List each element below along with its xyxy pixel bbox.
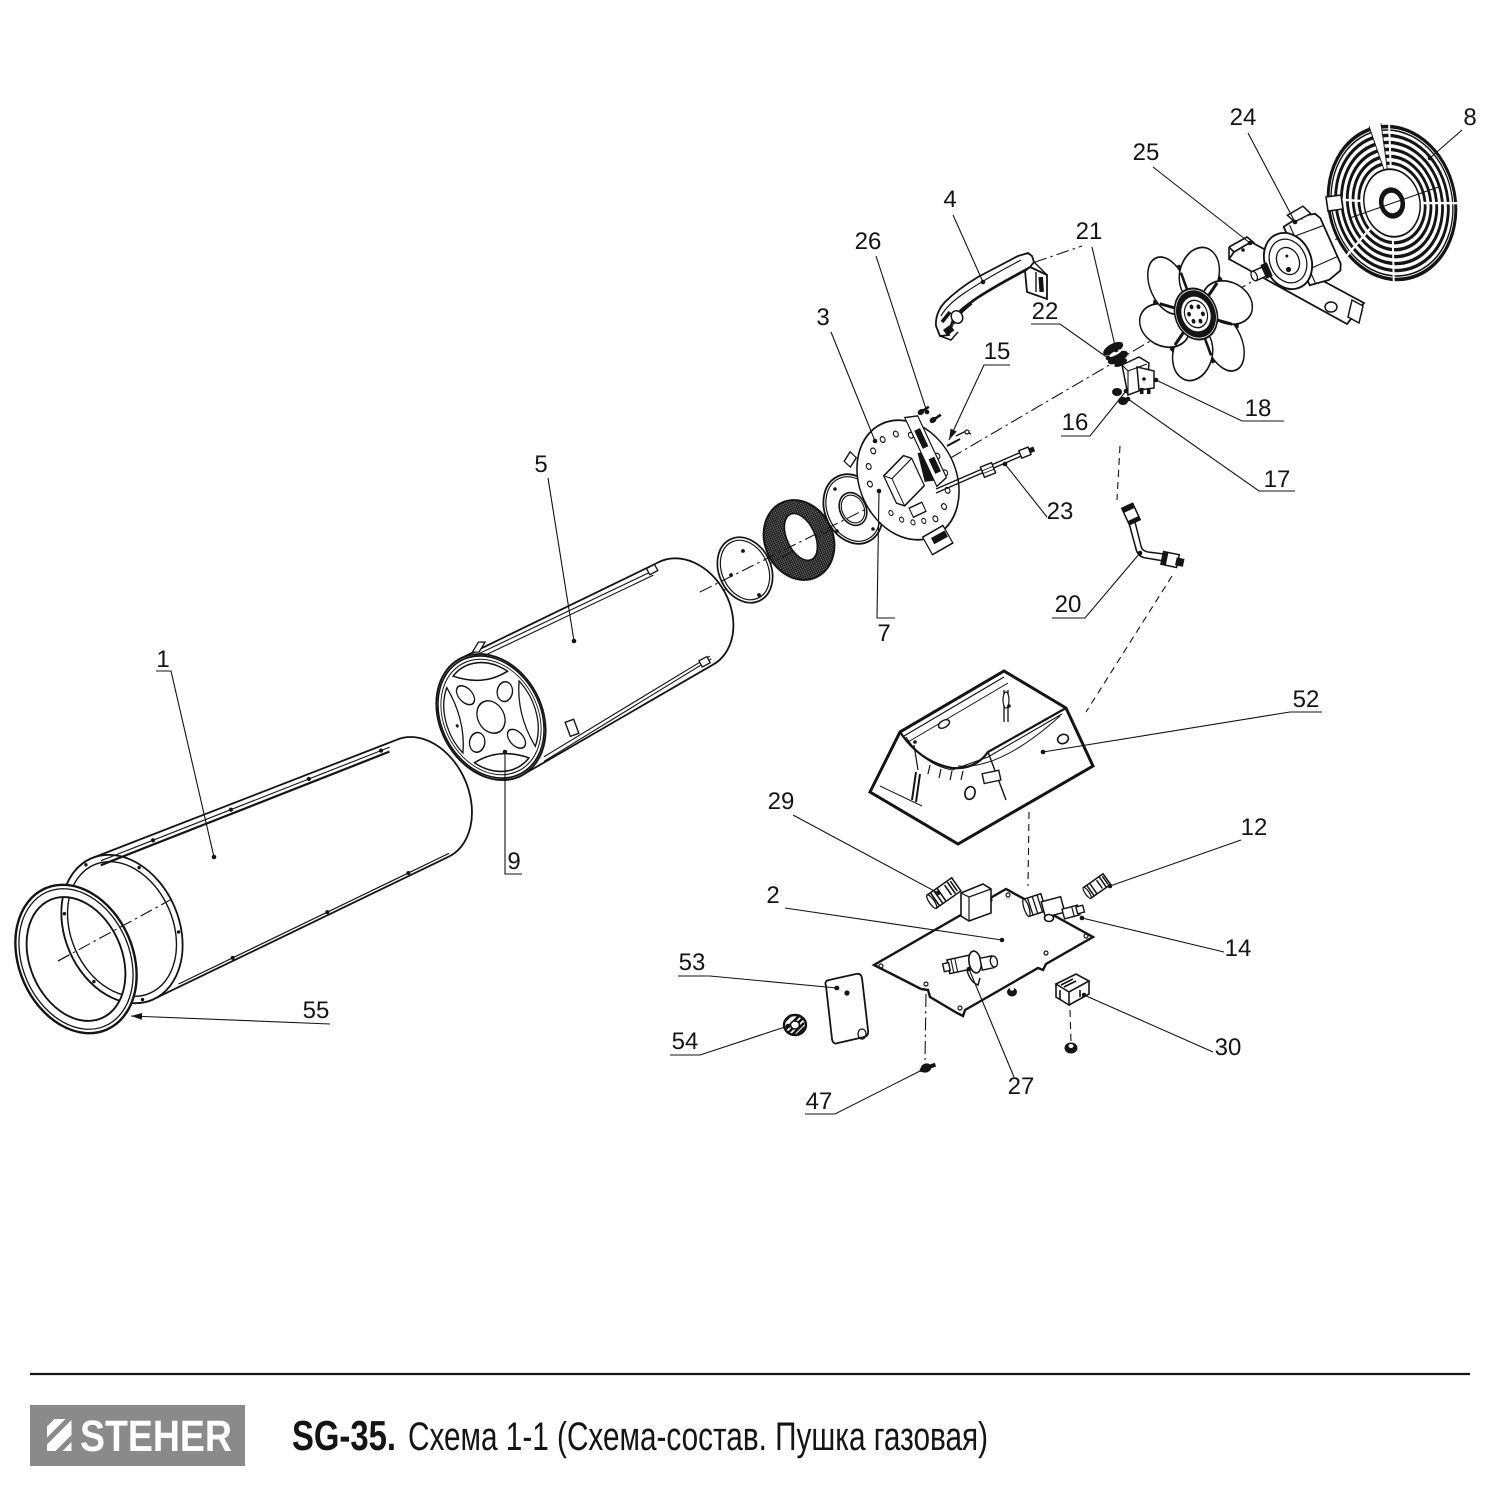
svg-text:1: 1 <box>156 646 169 673</box>
svg-text:30: 30 <box>1215 1034 1242 1061</box>
svg-text:4: 4 <box>943 186 956 213</box>
svg-text:8: 8 <box>1463 104 1476 131</box>
svg-text:24: 24 <box>1230 104 1257 131</box>
svg-text:SG-35.: SG-35. <box>292 1412 396 1459</box>
svg-text:23: 23 <box>1047 498 1074 525</box>
svg-text:25: 25 <box>1133 139 1160 166</box>
svg-text:27: 27 <box>1008 1073 1035 1100</box>
svg-text:12: 12 <box>1241 814 1268 841</box>
svg-text:26: 26 <box>855 228 882 255</box>
svg-text:47: 47 <box>806 1088 833 1115</box>
svg-text:21: 21 <box>1076 218 1103 245</box>
svg-text:2: 2 <box>766 882 779 909</box>
svg-text:18: 18 <box>1245 395 1272 422</box>
svg-text:22: 22 <box>1032 298 1059 325</box>
svg-text:29: 29 <box>768 788 795 815</box>
svg-text:53: 53 <box>679 949 706 976</box>
svg-text:17: 17 <box>1264 466 1291 493</box>
svg-text:16: 16 <box>1062 409 1089 436</box>
svg-text:54: 54 <box>672 1028 699 1055</box>
svg-text:3: 3 <box>816 304 829 331</box>
svg-text:14: 14 <box>1225 935 1252 962</box>
svg-text:5: 5 <box>534 451 547 478</box>
svg-text:STEHER: STEHER <box>80 1412 232 1461</box>
svg-text:55: 55 <box>303 997 330 1024</box>
svg-text:52: 52 <box>1293 686 1320 713</box>
svg-text:20: 20 <box>1055 591 1082 618</box>
svg-text:9: 9 <box>507 848 520 875</box>
svg-text:7: 7 <box>877 620 890 647</box>
svg-text:15: 15 <box>984 338 1011 365</box>
svg-text:Схема 1-1 (Схема-состав. Пушка: Схема 1-1 (Схема-состав. Пушка газовая) <box>408 1415 988 1459</box>
